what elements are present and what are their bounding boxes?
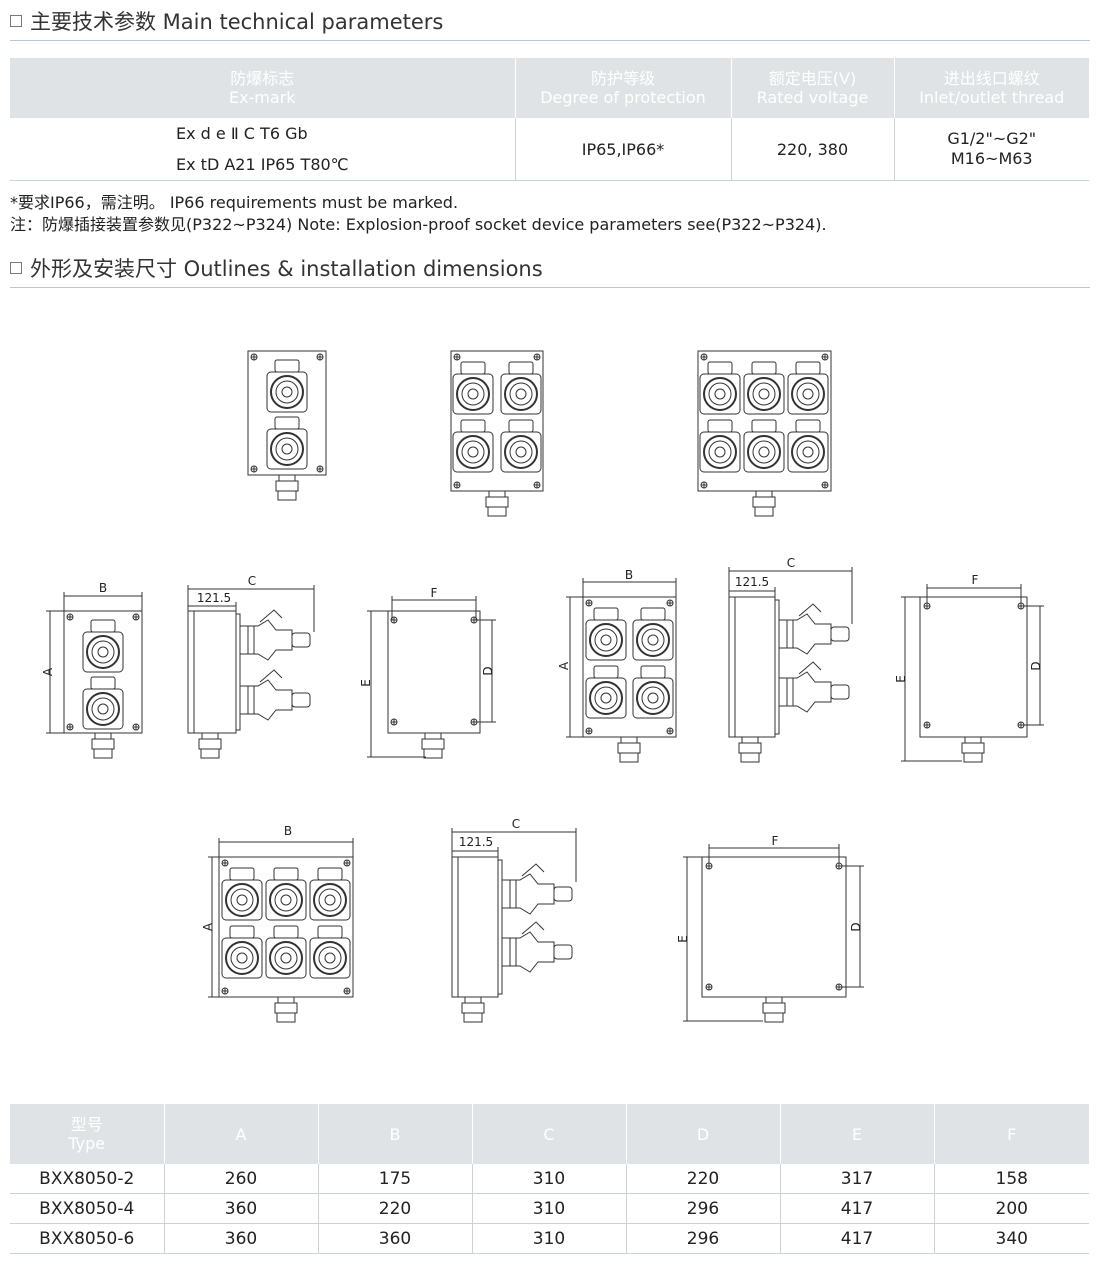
- dim-side-6: [451, 828, 577, 1023]
- label-b: B: [99, 581, 107, 595]
- front-view-4-socket: [450, 350, 544, 517]
- label-c: C: [512, 817, 520, 831]
- header-f: F: [934, 1104, 1089, 1164]
- header-e: E: [780, 1104, 935, 1164]
- params-title-text: 主要技术参数 Main technical parameters: [30, 10, 444, 34]
- label-b: B: [284, 824, 292, 838]
- label-c: C: [248, 574, 256, 588]
- label-d: D: [849, 922, 863, 931]
- cell-f: 200: [934, 1193, 1089, 1224]
- cell-protection: IP65,IP66*: [515, 118, 732, 181]
- label-a: A: [557, 661, 571, 670]
- cell-type: BXX8050-4: [10, 1193, 165, 1224]
- cell-e: 317: [780, 1164, 935, 1194]
- header-b: B: [318, 1104, 473, 1164]
- label-d: D: [481, 666, 495, 675]
- dim-front-2: [46, 592, 143, 759]
- cell-e: 417: [780, 1193, 935, 1224]
- cell-type: BXX8050-6: [10, 1223, 165, 1254]
- header-a: A: [164, 1104, 319, 1164]
- label-a: A: [41, 667, 55, 676]
- label-d: D: [1029, 661, 1043, 670]
- label-f: F: [431, 586, 438, 600]
- outline-drawings: B A C 121.5 F E D B A C 121.5 F E D B A …: [41, 350, 1044, 1023]
- label-e: E: [676, 935, 690, 943]
- table-row: BXX8050-6 360 360 310 296 417 340: [10, 1223, 1089, 1254]
- outline-title-text: 外形及安装尺寸 Outlines & installation dimensio…: [30, 257, 543, 281]
- square-bullet-icon: [10, 262, 22, 274]
- label-e: E: [894, 675, 908, 683]
- label-b: B: [625, 568, 633, 582]
- dim-side-4: [728, 567, 853, 763]
- label-offset: 121.5: [735, 575, 769, 589]
- cell-f: 340: [934, 1223, 1089, 1254]
- label-c: C: [787, 556, 795, 570]
- dim-side-2: [187, 585, 315, 759]
- header-c: C: [472, 1104, 627, 1164]
- cell-c: 310: [472, 1164, 627, 1194]
- front-view-2-socket: [247, 350, 327, 501]
- cell-voltage: 220, 380: [731, 118, 895, 181]
- dim-front-4: [566, 578, 677, 763]
- front-view-6-socket: [697, 350, 832, 517]
- cell-d: 296: [626, 1193, 781, 1224]
- dim-back-4: [901, 584, 1044, 763]
- header-voltage: 额定电压(V)Rated voltage: [731, 58, 895, 118]
- dim-front-6: [208, 838, 354, 1023]
- label-f: F: [772, 834, 779, 848]
- cell-a: 360: [164, 1193, 319, 1224]
- cell-a: 260: [164, 1164, 319, 1194]
- note-socket: 注：防爆插接装置参数见(P322~P324) Note: Explosion-p…: [10, 215, 827, 234]
- label-f: F: [972, 573, 979, 587]
- cell-type: BXX8050-2: [10, 1164, 165, 1194]
- outline-rule: [10, 287, 1090, 288]
- table-row: BXX8050-4 360 220 310 296 417 200: [10, 1193, 1089, 1224]
- header-d: D: [626, 1104, 781, 1164]
- cell-d: 220: [626, 1164, 781, 1194]
- cell-c: 310: [472, 1223, 627, 1254]
- label-offset: 121.5: [459, 835, 493, 849]
- cell-b: 220: [318, 1193, 473, 1224]
- table-row: BXX8050-2 260 175 310 220 317 158: [10, 1164, 1089, 1194]
- cell-b: 360: [318, 1223, 473, 1254]
- cell-e: 417: [780, 1223, 935, 1254]
- cell-d: 296: [626, 1223, 781, 1254]
- title-rule: [10, 40, 1090, 41]
- dim-back-2: [367, 596, 496, 759]
- cell-a: 360: [164, 1223, 319, 1254]
- square-bullet-icon: [10, 15, 22, 27]
- label-a: A: [201, 922, 215, 931]
- cell-b: 175: [318, 1164, 473, 1194]
- dim-back-6: [683, 844, 864, 1023]
- outline-section-title: 外形及安装尺寸 Outlines & installation dimensio…: [10, 253, 543, 283]
- label-e: E: [359, 679, 373, 687]
- label-offset: 121.5: [197, 591, 231, 605]
- cell-f: 158: [934, 1164, 1089, 1194]
- params-section-title: 主要技术参数 Main technical parameters: [10, 6, 443, 36]
- cell-thread: G1/2"~G2"M16~M63: [894, 118, 1089, 181]
- cell-c: 310: [472, 1193, 627, 1224]
- note-ip66: *要求IP66，需注明。 IP66 requirements must be m…: [10, 193, 459, 212]
